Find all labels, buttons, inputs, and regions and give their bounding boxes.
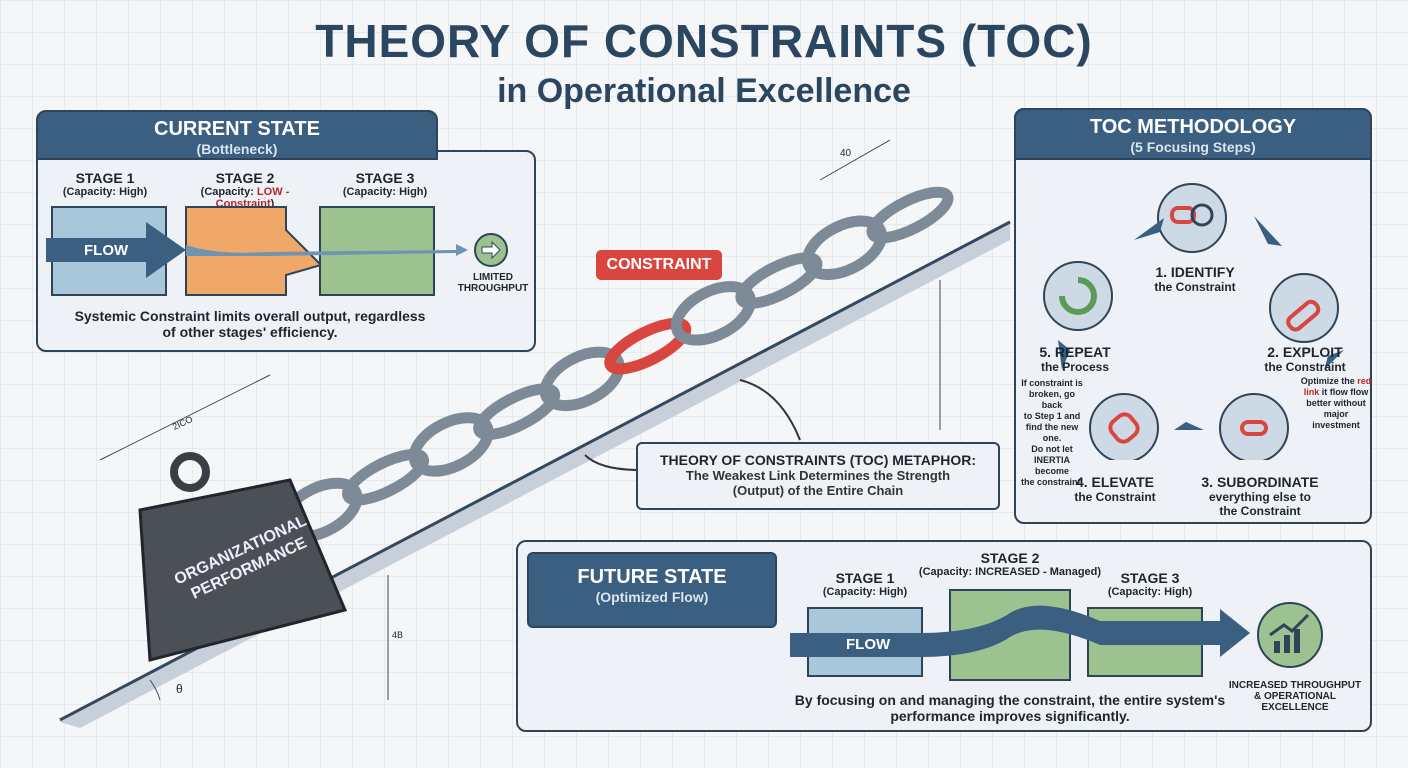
metaphor-title: THEORY OF CONSTRAINTS (TOC) METAPHOR: [659, 452, 977, 468]
current-state-note: Systemic Constraint limits overall outpu… [74, 308, 426, 340]
current-flow-diagram [46, 206, 508, 296]
cycle-diagram [1043, 183, 1344, 460]
chain-link [866, 186, 954, 244]
section-title: FUTURE STATE [577, 566, 727, 588]
current-state-header: CURRENT STATE(Bottleneck) [36, 110, 438, 160]
pointer-arrow [584, 454, 641, 471]
page-subtitle: in Operational Excellence [497, 72, 911, 110]
chain-link [539, 346, 625, 412]
constraint-link [604, 317, 692, 375]
pointer-arrow [739, 379, 801, 441]
chain-link [473, 383, 561, 440]
methodology-header: TOC METHODOLOGY(5 Focusing Steps) [1014, 108, 1372, 160]
metaphor-text: The Weakest Link Determines the Strength [685, 468, 951, 483]
future-flow-diagram [790, 589, 1323, 681]
metaphor-box: THEORY OF CONSTRAINTS (TOC) METAPHOR: Th… [636, 442, 1000, 510]
cycle-icon [1043, 261, 1113, 331]
stage-1: STAGE 1(Capacity: High) [62, 170, 148, 198]
chain-link [801, 215, 887, 280]
flow-label: FLOW [84, 242, 129, 259]
constraint-label: CONSTRAINT [596, 250, 722, 280]
section-title: TOC METHODOLOGY [1089, 116, 1297, 138]
future-state-header: FUTURE STATE(Optimized Flow) [527, 552, 777, 628]
stage-1: STAGE 1(Capacity: High) [822, 570, 908, 598]
weight [138, 452, 348, 662]
angle-label: θ [176, 682, 183, 696]
dimension-label: 40 [840, 148, 852, 159]
dimension-line [819, 139, 891, 181]
page-title: THEORY OF CONSTRAINTS (TOC) [315, 15, 1093, 67]
aligned-chain-icon [1219, 393, 1289, 460]
exploit-note: Optimize the red link it flow flow bette… [1300, 376, 1372, 430]
chain-link [670, 281, 756, 346]
section-subtitle: (5 Focusing Steps) [1130, 139, 1256, 155]
dimension-label: 4B [392, 630, 404, 640]
section-title: CURRENT STATE [154, 118, 320, 140]
flow-label: FLOW [846, 636, 891, 653]
stage-2: STAGE 2(Capacity: INCREASED - Managed) [918, 550, 1102, 578]
angle-arc [149, 679, 161, 701]
chain-link [735, 252, 823, 309]
dimension-line [99, 374, 271, 461]
section-subtitle: (Bottleneck) [196, 141, 278, 157]
chain-link [342, 448, 430, 506]
chain-link [408, 412, 494, 477]
metaphor-text: (Output) of the Entire Chain [732, 483, 904, 498]
stage-3: STAGE 3(Capacity: High) [1107, 570, 1193, 598]
increased-throughput-label: INCREASED THROUGHPUT& OPERATIONAL EXCELL… [1228, 680, 1362, 713]
elevate-chain-icon [1089, 393, 1159, 460]
stage-3: STAGE 3(Capacity: High) [342, 170, 428, 198]
section-subtitle: (Optimized Flow) [595, 589, 709, 605]
future-state-note: By focusing on and managing the constrai… [794, 692, 1226, 724]
